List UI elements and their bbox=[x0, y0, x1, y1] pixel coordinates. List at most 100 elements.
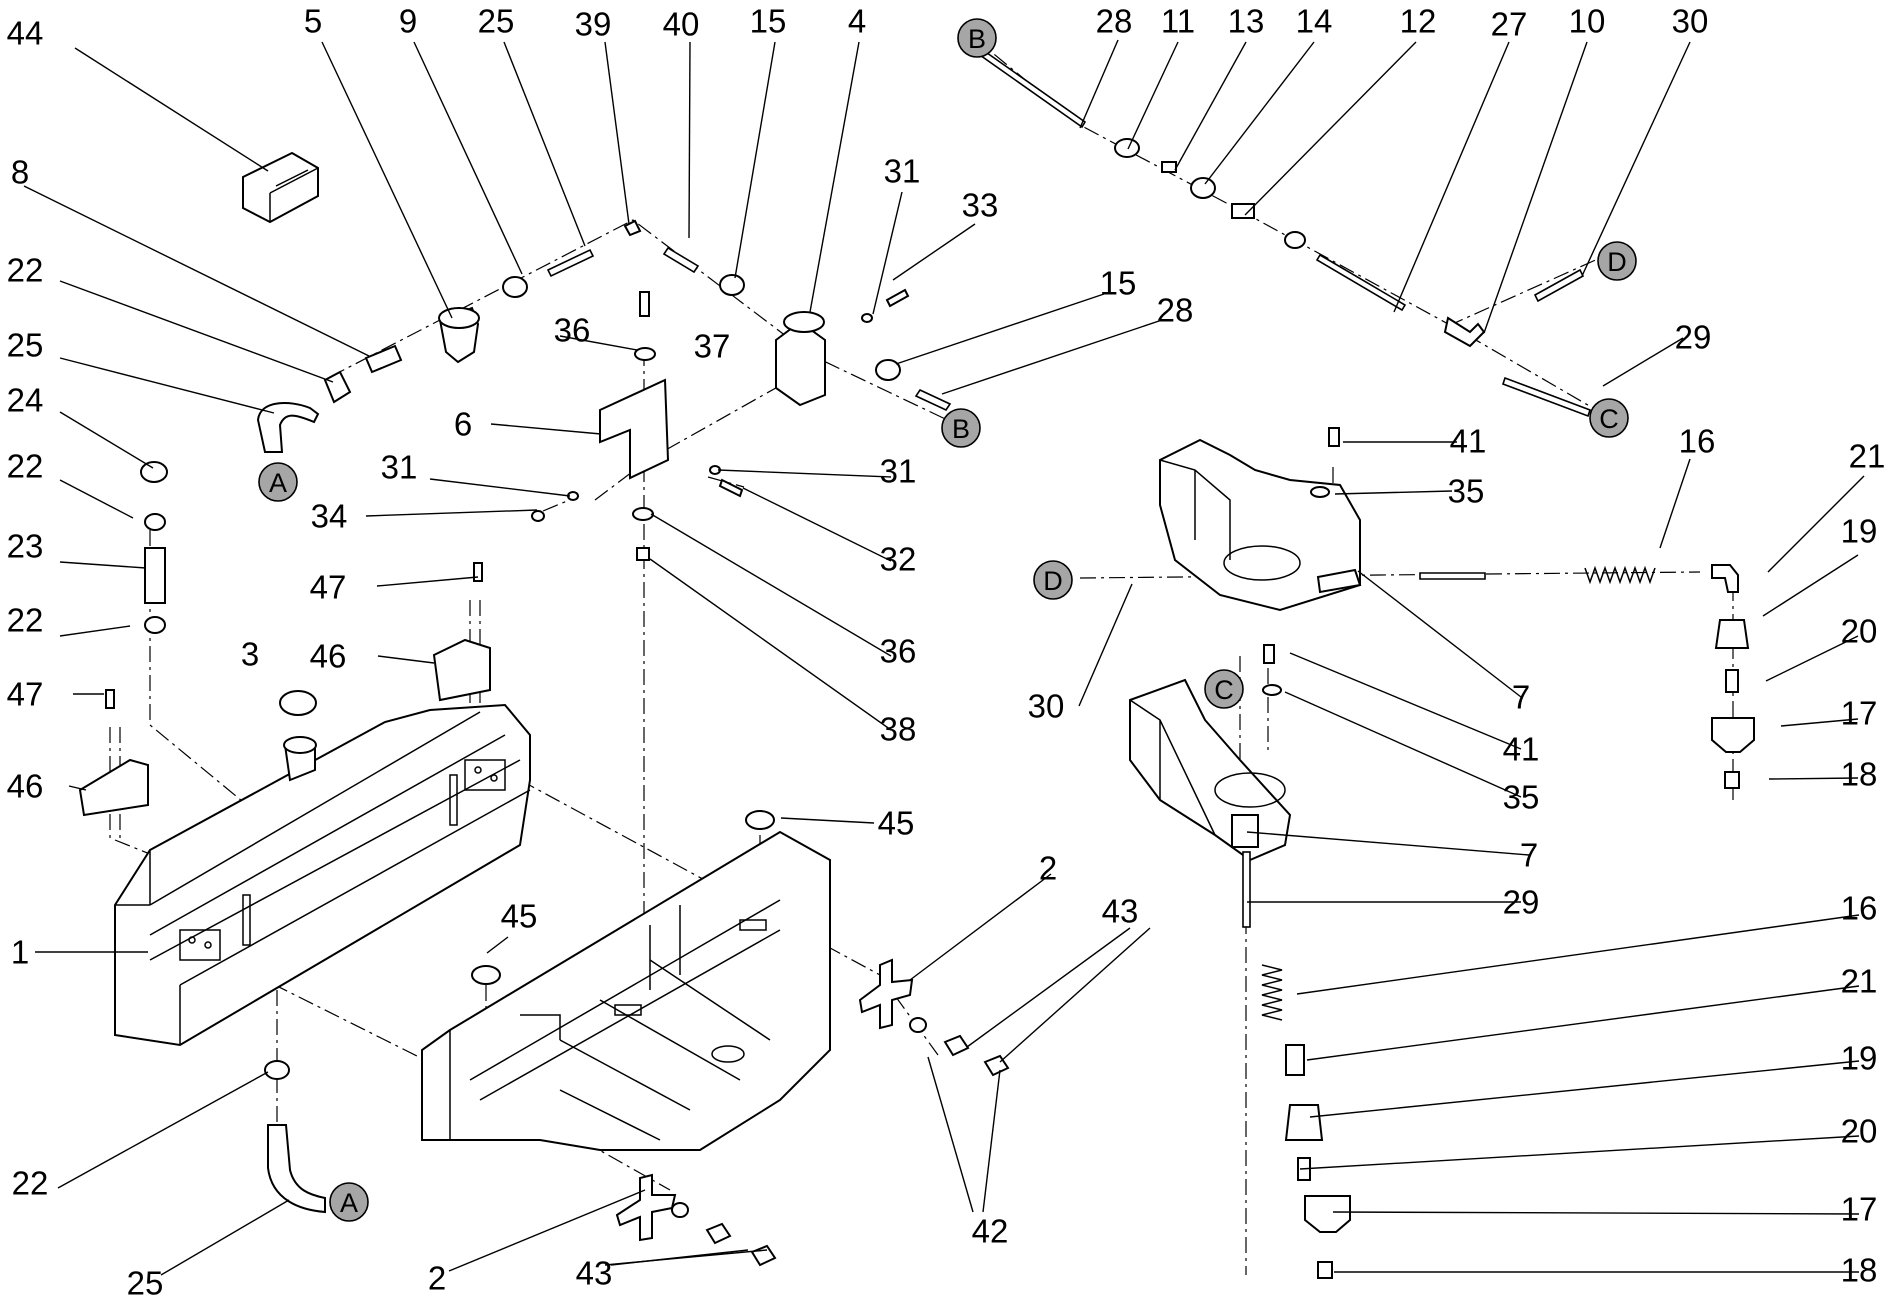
leader-line bbox=[1127, 41, 1179, 150]
marker-circle bbox=[1033, 560, 1073, 600]
part-callout: 33 bbox=[962, 187, 999, 224]
leader-line bbox=[1765, 635, 1859, 682]
leader-line bbox=[780, 817, 875, 824]
leader-line bbox=[57, 1071, 269, 1189]
frame bbox=[421, 830, 831, 1151]
part-callout: 10 bbox=[1569, 3, 1606, 40]
leader-line bbox=[1393, 41, 1510, 313]
marker-letter: A bbox=[269, 468, 287, 498]
part-callout: 31 bbox=[381, 449, 418, 486]
reference-marker: D bbox=[1033, 560, 1073, 600]
tank-assembly bbox=[114, 703, 531, 1047]
part-callout: 24 bbox=[7, 382, 44, 419]
leader-line bbox=[650, 513, 892, 657]
leader-line bbox=[717, 469, 892, 478]
leader-line bbox=[1244, 41, 1417, 216]
leader-line bbox=[59, 625, 131, 637]
leader-line bbox=[59, 411, 154, 469]
part-callout: 39 bbox=[575, 6, 612, 43]
marker-circle bbox=[329, 1182, 369, 1222]
leader-line bbox=[1581, 41, 1691, 277]
part-callout: 41 bbox=[1450, 423, 1487, 460]
leader-line bbox=[1762, 554, 1859, 617]
marker-letter: C bbox=[1599, 404, 1619, 434]
leader-line bbox=[1246, 831, 1530, 856]
part-callout: 22 bbox=[7, 448, 44, 485]
part-callout: 7 bbox=[1512, 679, 1530, 716]
leader-line bbox=[892, 223, 976, 281]
leader-line bbox=[872, 191, 903, 315]
leader-line bbox=[1334, 490, 1453, 495]
leader-line bbox=[1296, 914, 1860, 995]
reference-marker: D bbox=[1597, 241, 1637, 281]
part-callout: 14 bbox=[1296, 3, 1333, 40]
part-callout: 7 bbox=[1520, 837, 1538, 874]
reference-markers: A A B B D C D C bbox=[258, 18, 1637, 1222]
part-callout: 28 bbox=[1157, 292, 1194, 329]
reference-marker: B bbox=[941, 408, 981, 448]
leader-line bbox=[1078, 583, 1133, 707]
part-callout: 36 bbox=[880, 633, 917, 670]
leader-line bbox=[1284, 691, 1522, 798]
part-callout: 30 bbox=[1028, 688, 1065, 725]
marker-letter: D bbox=[1607, 247, 1627, 277]
part-callout: 11 bbox=[1161, 3, 1195, 40]
part-callout: 25 bbox=[127, 1265, 164, 1302]
leader-line bbox=[1079, 39, 1119, 129]
leader-line bbox=[610, 1249, 749, 1266]
part-callout: 25 bbox=[478, 3, 515, 40]
part-callout: 25 bbox=[7, 327, 44, 364]
leader-line bbox=[1174, 41, 1247, 171]
leader-line bbox=[503, 41, 586, 247]
part-callout: 21 bbox=[1841, 963, 1878, 1000]
reference-marker: A bbox=[329, 1182, 369, 1222]
part-callout: 31 bbox=[880, 453, 917, 490]
part-callout: 19 bbox=[1841, 1040, 1878, 1077]
reference-marker: B bbox=[957, 18, 997, 58]
part-callout: 35 bbox=[1503, 779, 1540, 816]
marker-letter: D bbox=[1043, 566, 1063, 596]
leader-line bbox=[688, 41, 691, 239]
leader-line bbox=[490, 423, 602, 435]
part-callout: 42 bbox=[972, 1213, 1009, 1250]
leader-line bbox=[1767, 475, 1865, 573]
part-callout: 46 bbox=[310, 638, 347, 675]
leader-lines bbox=[23, 39, 1865, 1276]
part-callout: 32 bbox=[880, 541, 917, 578]
part-callout: 3 bbox=[241, 636, 259, 673]
leader-line bbox=[734, 41, 776, 279]
marker-letter: C bbox=[1214, 675, 1234, 705]
part-callout: 22 bbox=[7, 252, 44, 289]
leader-line bbox=[59, 561, 147, 569]
assembly-lines bbox=[109, 35, 1734, 1275]
leader-line bbox=[429, 478, 571, 497]
leader-line bbox=[1332, 1211, 1860, 1215]
leader-line bbox=[941, 319, 1163, 395]
part-callout: 41 bbox=[1503, 731, 1540, 768]
reference-marker: C bbox=[1589, 398, 1629, 438]
part-callout: 40 bbox=[663, 6, 700, 43]
leader-line bbox=[321, 41, 453, 319]
leader-line bbox=[376, 576, 479, 587]
part-callout: 45 bbox=[501, 898, 538, 935]
part-callout: 15 bbox=[1100, 265, 1137, 302]
marker-circle bbox=[1597, 241, 1637, 281]
part-callout: 12 bbox=[1400, 3, 1437, 40]
part-callout: 44 bbox=[7, 15, 44, 52]
leader-line bbox=[1483, 41, 1588, 334]
leader-line bbox=[982, 1069, 1001, 1213]
leader-line bbox=[895, 293, 1105, 365]
part-callout: 22 bbox=[12, 1165, 49, 1202]
part-callout: 43 bbox=[576, 1255, 613, 1292]
part-callout: 28 bbox=[1096, 3, 1133, 40]
leader-line bbox=[909, 873, 1052, 981]
part-callout: 38 bbox=[880, 711, 917, 748]
reference-marker: A bbox=[258, 462, 298, 502]
part-callout: 29 bbox=[1503, 884, 1540, 921]
marker-circle bbox=[941, 408, 981, 448]
leader-line bbox=[448, 1189, 646, 1272]
part-callout: 17 bbox=[1841, 695, 1878, 732]
leader-line bbox=[1299, 1135, 1860, 1170]
